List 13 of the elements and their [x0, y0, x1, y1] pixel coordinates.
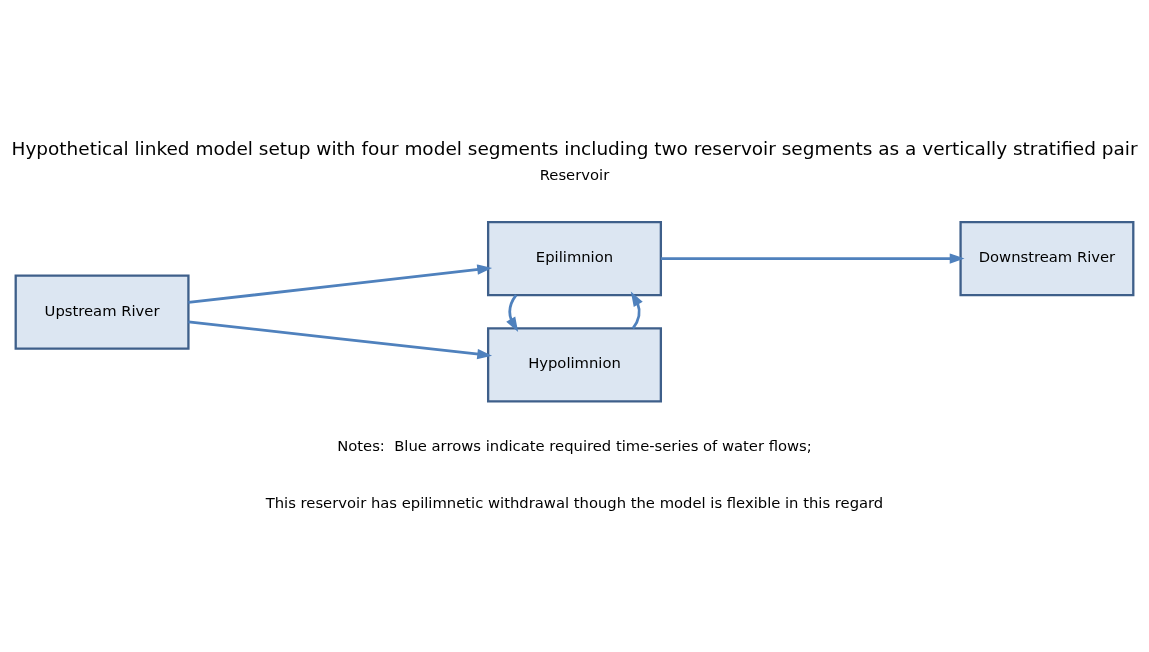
arrow	[506, 293, 519, 332]
arrow	[630, 290, 643, 329]
arrow	[188, 263, 493, 304]
arrow	[188, 319, 493, 359]
diagram-title: Hypothetical linked model setup with four model segments including two reservoir segments as a vertically stratified pair	[11, 137, 1138, 159]
node-box: Downstream River	[959, 220, 1135, 296]
label: Reservoir	[539, 165, 610, 183]
label: This reservoir has epilimnetic withdrawal though the model is flexible in this regard	[265, 493, 884, 511]
label: Notes: Blue arrows indicate required time-series of water flows;	[337, 436, 812, 454]
node-box: Hypolimnion	[487, 326, 662, 402]
arrow	[660, 252, 965, 264]
node-box: Epilimnion	[487, 220, 662, 296]
node-box: Upstream River	[14, 274, 190, 350]
